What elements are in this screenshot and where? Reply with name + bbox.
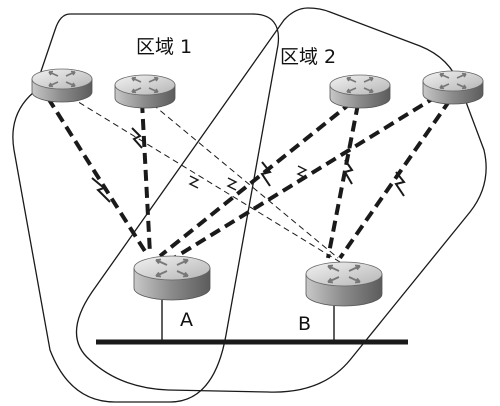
- thin-links: [61, 91, 341, 263]
- router-icon: [329, 74, 391, 109]
- lightning-icon: [394, 171, 406, 197]
- router-icon: [114, 74, 176, 109]
- lightning-icon: [296, 165, 308, 179]
- zone-2-label: 区域 2: [280, 46, 336, 68]
- zone-1-boundary: [12, 13, 280, 403]
- router-b-label: B: [298, 313, 311, 335]
- router-a-label: A: [180, 309, 193, 331]
- zone-2-boundary: [75, 7, 487, 393]
- lightning-icon: [343, 159, 354, 185]
- lightning-bolts: [91, 127, 406, 203]
- lightning-icon: [91, 177, 111, 203]
- lightning-icon: [260, 161, 272, 187]
- lightning-icon: [188, 175, 200, 189]
- router-icon: [31, 68, 93, 103]
- router-b-icon: [305, 261, 383, 307]
- lightning-icon: [131, 127, 143, 149]
- zone-1-label: 区域 1: [136, 36, 192, 58]
- lightning-icon: [226, 177, 238, 191]
- router-a-icon: [133, 255, 211, 301]
- router-icon: [422, 70, 484, 105]
